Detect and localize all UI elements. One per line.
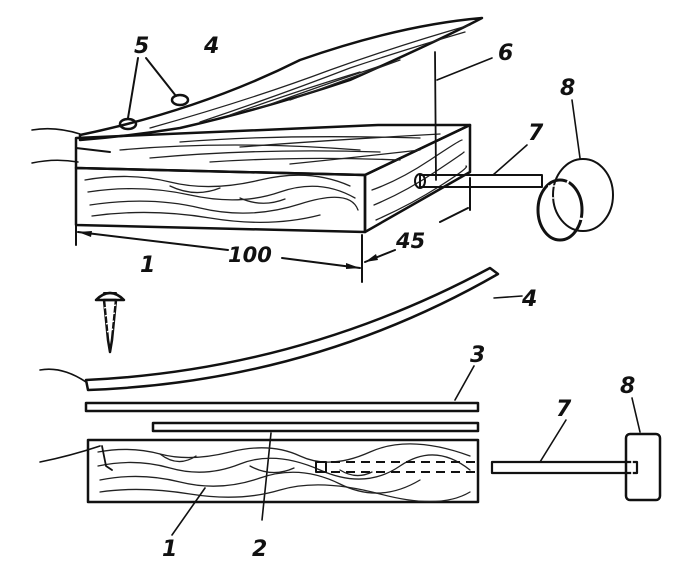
part-labels: 5 4 6 8 7 1 4 3 8 7 1 2 — [134, 34, 635, 562]
label-screws: 5 — [134, 34, 149, 59]
dimension-length-label: 100 — [228, 243, 272, 267]
label-spring-exploded: 4 — [521, 287, 537, 312]
label-base-top: 1 — [140, 253, 155, 278]
screw-head-right — [170, 93, 190, 107]
wood-screw-icon — [94, 291, 126, 354]
label-base-exploded: 1 — [162, 537, 177, 562]
exploded-view — [39, 266, 662, 536]
wooden-block-exploded — [39, 438, 480, 536]
dimension-labels: 100 45 — [228, 229, 425, 267]
screw-head-left — [118, 117, 138, 131]
label-strip-2: 2 — [252, 537, 267, 562]
spring-strip-exploded — [39, 266, 523, 392]
dimension-width-label: 45 — [395, 229, 425, 253]
strip-3 — [84, 365, 480, 413]
label-strip-3: 3 — [470, 343, 485, 368]
screws — [118, 57, 190, 131]
label-axle-top: 7 — [528, 121, 544, 146]
block-top-shading — [119, 133, 441, 165]
spring-strip-top — [31, 16, 484, 142]
assembled-view — [31, 16, 614, 283]
dimension-length — [75, 194, 363, 283]
block-front-grain — [84, 174, 359, 223]
knob-top — [536, 99, 614, 242]
label-thread: 6 — [498, 41, 513, 66]
wooden-block-top — [31, 123, 472, 234]
axle-top — [414, 144, 543, 189]
label-spring-top: 4 — [203, 34, 219, 59]
axle-exploded — [490, 419, 639, 475]
thread — [434, 51, 493, 181]
label-knob-exploded: 8 — [620, 374, 635, 399]
knob-exploded — [624, 397, 662, 502]
label-axle-exploded: 7 — [556, 397, 572, 422]
dimension-width — [364, 177, 471, 263]
label-knob-top: 8 — [560, 76, 575, 101]
